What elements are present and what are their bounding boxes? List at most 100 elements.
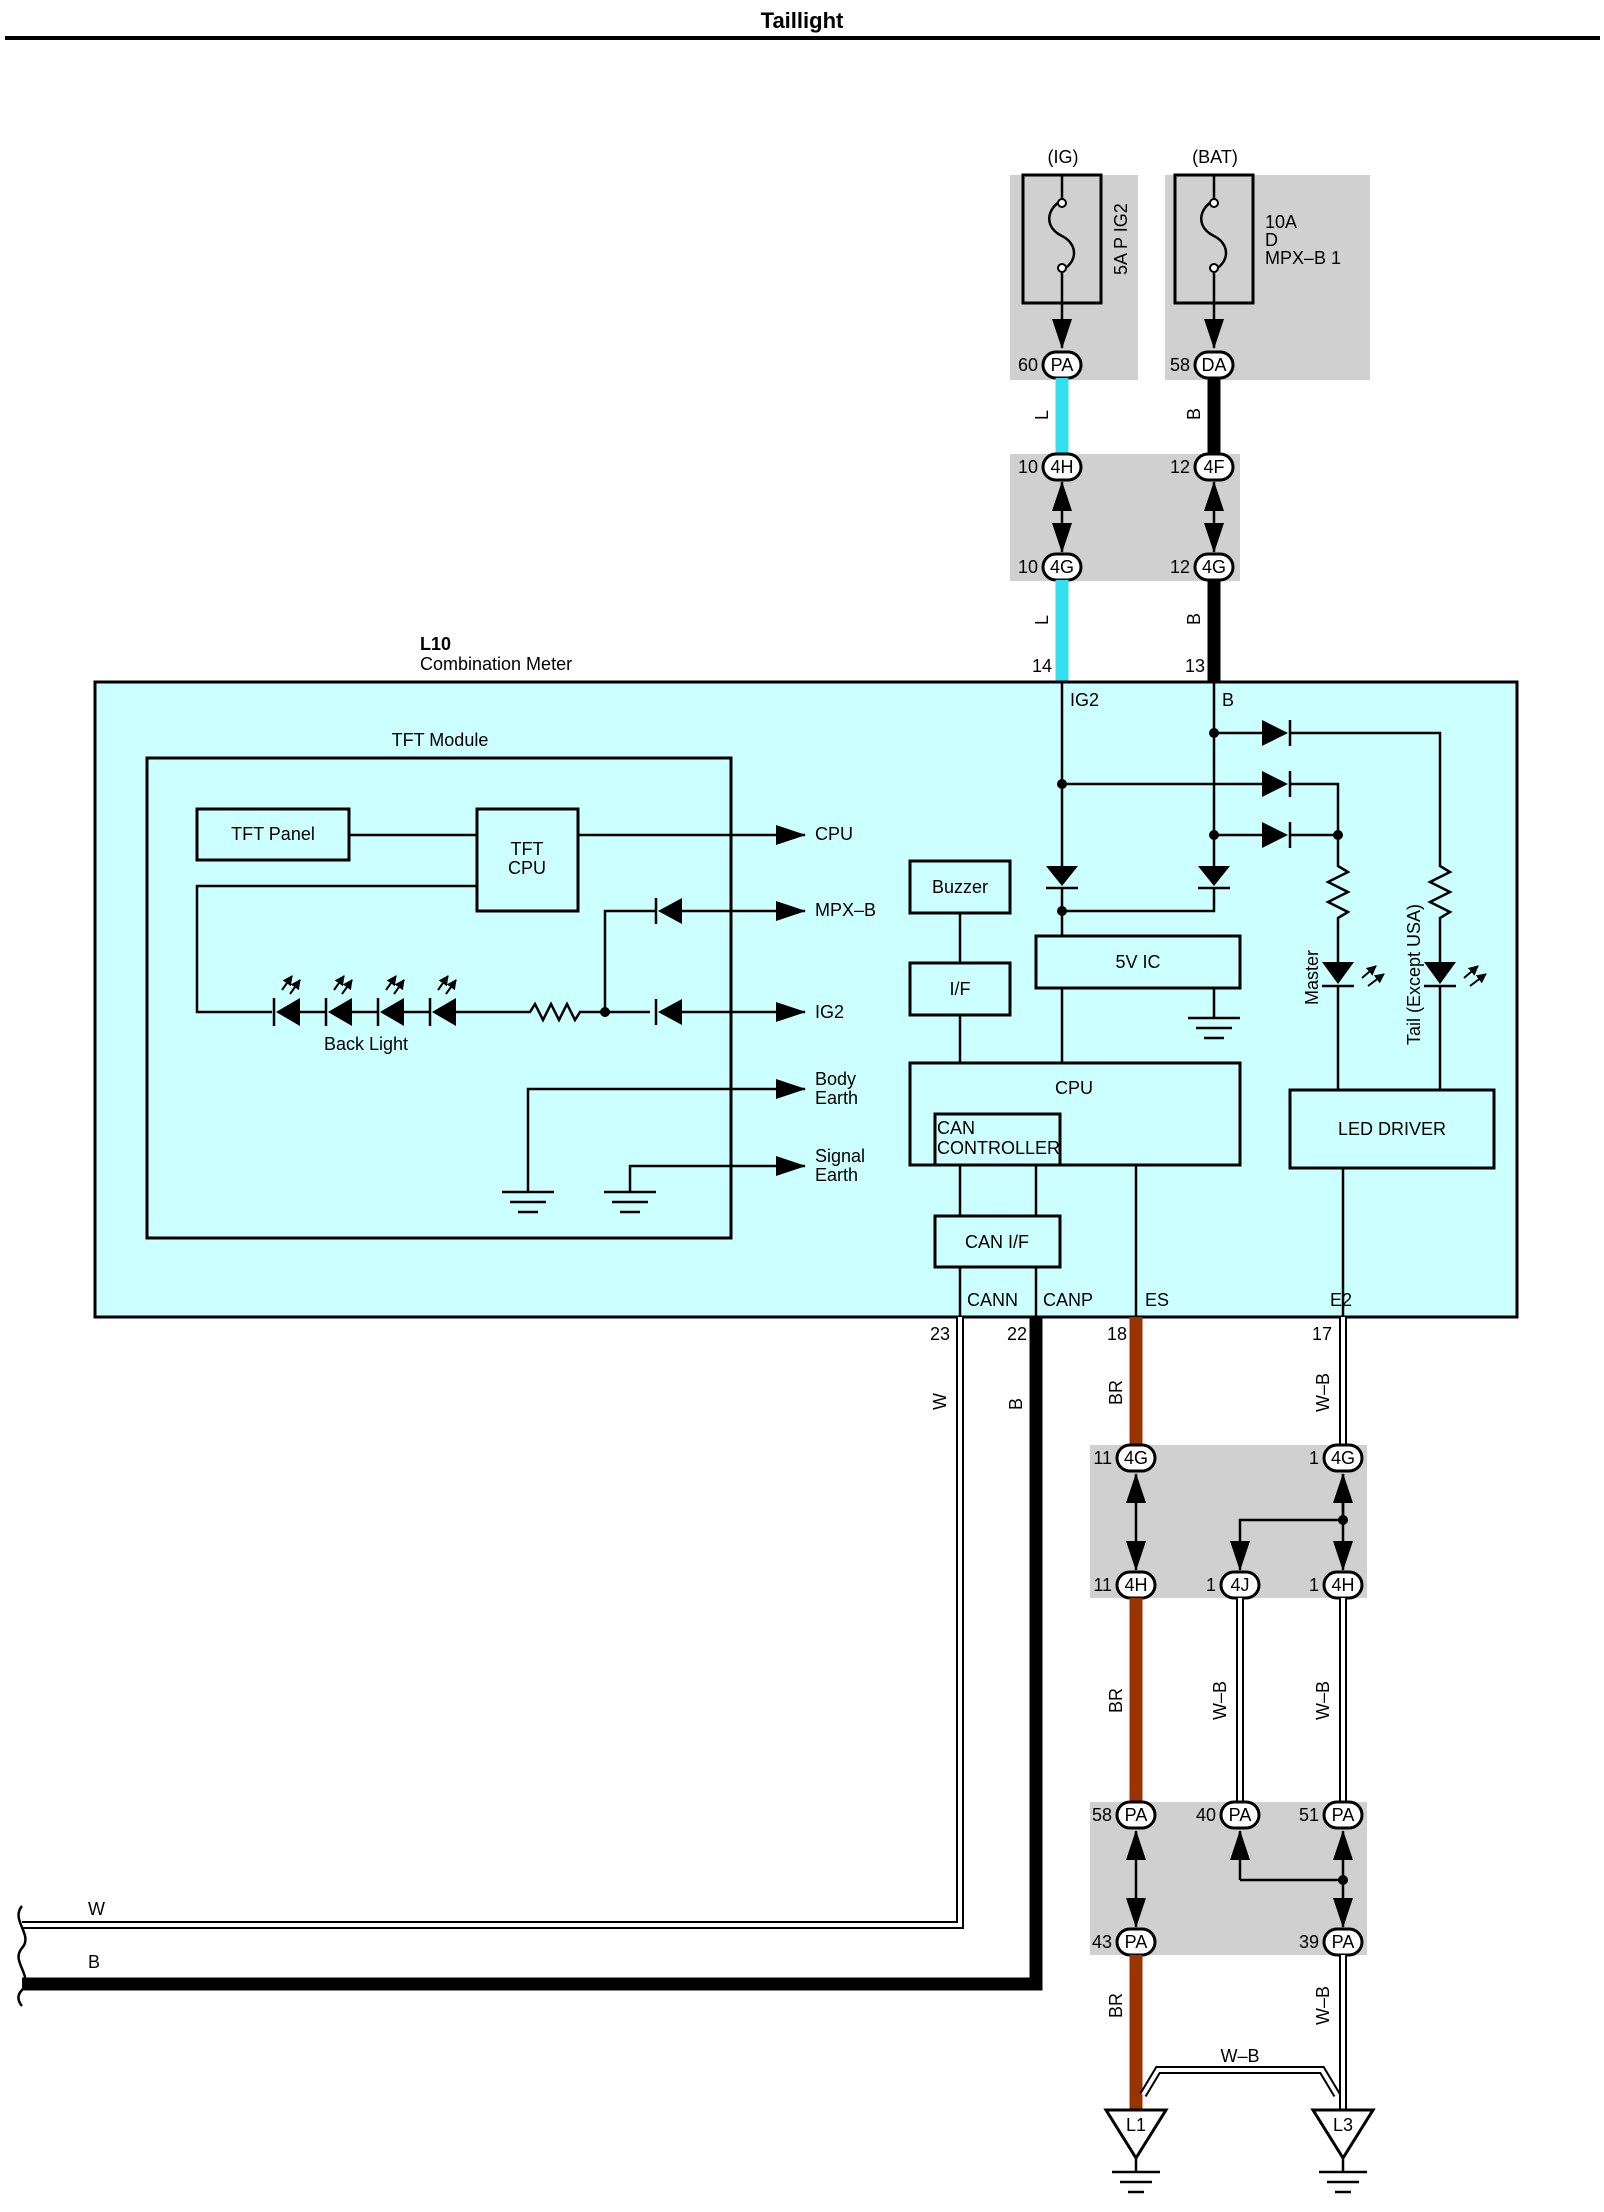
meter-terminal-b: B [1222, 690, 1234, 710]
connector-4f-12-pin: 12 [1170, 457, 1190, 477]
wire-label-wb-1: W–B [1313, 1373, 1333, 1412]
led-tail [1424, 962, 1487, 988]
can-if-label: CAN I/F [965, 1232, 1029, 1252]
led-driver-block [1288, 1088, 1496, 1170]
ground-signal-earth [604, 1190, 656, 1214]
connector-4g-1-code: 4G [1331, 1448, 1355, 1468]
wire-label-wb-link: W–B [1220, 2046, 1259, 2066]
wire-label-wb-2: W–B [1313, 1681, 1333, 1720]
wire-label-b-top: B [1184, 408, 1204, 420]
meter-code: L10 [420, 634, 451, 654]
backlight-leds [272, 975, 457, 1026]
meter-pin-22: 22 [1007, 1324, 1027, 1344]
connector-4h-10-pin: 10 [1018, 457, 1038, 477]
connector-pa-40-code: PA [1229, 1805, 1252, 1825]
bat-fuse-name: MPX–B 1 [1265, 248, 1341, 268]
connector-pa60-code: PA [1051, 355, 1074, 375]
wire-label-wb-3: W–B [1313, 1986, 1333, 2025]
tft-cpu-line1: TFT [511, 839, 544, 859]
terminal-e2: E2 [1330, 1290, 1352, 1310]
led-driver-label: LED DRIVER [1338, 1119, 1446, 1139]
connector-4j-1-code: 4J [1230, 1575, 1249, 1595]
connector-4g-1-pin: 1 [1309, 1448, 1319, 1468]
ic-5v-label: 5V IC [1115, 952, 1160, 972]
cpu-label: CPU [1055, 1078, 1093, 1098]
connector-4g-11 [1115, 1443, 1157, 1473]
wire-break-mark [17, 1905, 27, 2007]
connector-4h-1-code: 4H [1331, 1575, 1354, 1595]
tft-out-signal1: Signal [815, 1146, 865, 1166]
connector-4h-10-code: 4H [1050, 457, 1073, 477]
connector-pa-43-code: PA [1125, 1932, 1148, 1952]
meter-pin-14: 14 [1032, 656, 1052, 676]
connector-pa-39-code: PA [1332, 1932, 1355, 1952]
ic-5v-block [1034, 934, 1242, 990]
connector-4g-12-code: 4G [1202, 557, 1226, 577]
connector-4g-10-code: 4G [1050, 557, 1074, 577]
connector-pa-51-code: PA [1332, 1805, 1355, 1825]
can-controller-line2: CONTROLLER [937, 1138, 1060, 1158]
tft-panel-label: TFT Panel [231, 824, 315, 844]
wire-label-b-can: B [1006, 1398, 1026, 1410]
ground-label-l3: L3 [1333, 2115, 1353, 2135]
meter-pin-18: 18 [1107, 1324, 1127, 1344]
ground-point-l1 [1103, 2108, 1169, 2194]
tft-module-block [145, 756, 733, 1240]
can-controller-line1: CAN [937, 1118, 975, 1138]
wire-label-wb-j: W–B [1210, 1681, 1230, 1720]
connector-4g-11-pin: 11 [1093, 1448, 1112, 1468]
connector-da58-pin: 58 [1170, 355, 1190, 375]
backlight-resistor [456, 1001, 650, 1023]
cpu-block [908, 1061, 1242, 1167]
ig-fuse-rating: 5A P IG2 [1111, 203, 1131, 275]
wire-label-w-can: W [930, 1393, 950, 1410]
connector-pa-39-pin: 39 [1299, 1932, 1319, 1952]
connector-4h-11-pin: 11 [1093, 1575, 1112, 1595]
terminal-es: ES [1145, 1290, 1169, 1310]
page-title: Taillight [761, 8, 844, 33]
connector-pa-58-pin: 58 [1092, 1805, 1112, 1825]
bat-supply-label: (BAT) [1192, 147, 1238, 167]
wire-label-br-3: BR [1106, 1993, 1126, 2018]
tft-out-ig2: IG2 [815, 1002, 844, 1022]
tft-out-mpxb: MPX–B [815, 900, 876, 920]
connector-pa-43-pin: 43 [1092, 1932, 1112, 1952]
ground-body-earth [502, 1190, 554, 1214]
diode-ig2-tft [654, 999, 682, 1025]
ig-fuse-panel [1010, 175, 1138, 380]
terminal-cann: CANN [967, 1290, 1018, 1310]
tft-out-body2: Earth [815, 1088, 858, 1108]
wire-b-can [22, 1317, 1043, 1991]
meter-name: Combination Meter [420, 654, 572, 674]
tft-cpu-block [475, 807, 580, 913]
tail-label: Tail (Except USA) [1404, 904, 1424, 1045]
wire-wb-link [1139, 2066, 1341, 2098]
connector-pa-51-pin: 51 [1299, 1805, 1319, 1825]
connector-4j-1-pin: 1 [1206, 1575, 1216, 1595]
connector-4h-10 [1041, 452, 1083, 482]
tft-module-label: TFT Module [392, 730, 489, 750]
tft-cpu-line2: CPU [508, 858, 546, 878]
connector-4g-11-code: 4G [1124, 1448, 1148, 1468]
connector-4h-11-code: 4H [1124, 1575, 1147, 1595]
connector-4f-12-code: 4F [1203, 457, 1224, 477]
resistor-master [1325, 860, 1351, 962]
wire-label-l-mid: L [1032, 615, 1052, 625]
tft-out-cpu: CPU [815, 824, 853, 844]
ig-supply-label: (IG) [1048, 147, 1079, 167]
connector-pa-51 [1322, 1800, 1364, 1830]
wire-label-br-1: BR [1106, 1380, 1126, 1405]
wire-label-w-out: W [88, 1899, 105, 1919]
connector-4g-1 [1322, 1443, 1364, 1473]
meter-pin-23: 23 [930, 1324, 950, 1344]
resistor-tail [1427, 860, 1453, 962]
back-light-label: Back Light [324, 1034, 408, 1054]
wire-label-br-2: BR [1106, 1688, 1126, 1713]
connector-4g-12-pin: 12 [1170, 557, 1190, 577]
backlight-loop [195, 884, 477, 1014]
ground-point-l3 [1310, 2108, 1376, 2194]
wire-w-can [22, 1317, 964, 1929]
if-label: I/F [950, 979, 971, 999]
wire-label-l-top: L [1032, 410, 1052, 420]
bat-fuse-panel [1165, 175, 1370, 380]
